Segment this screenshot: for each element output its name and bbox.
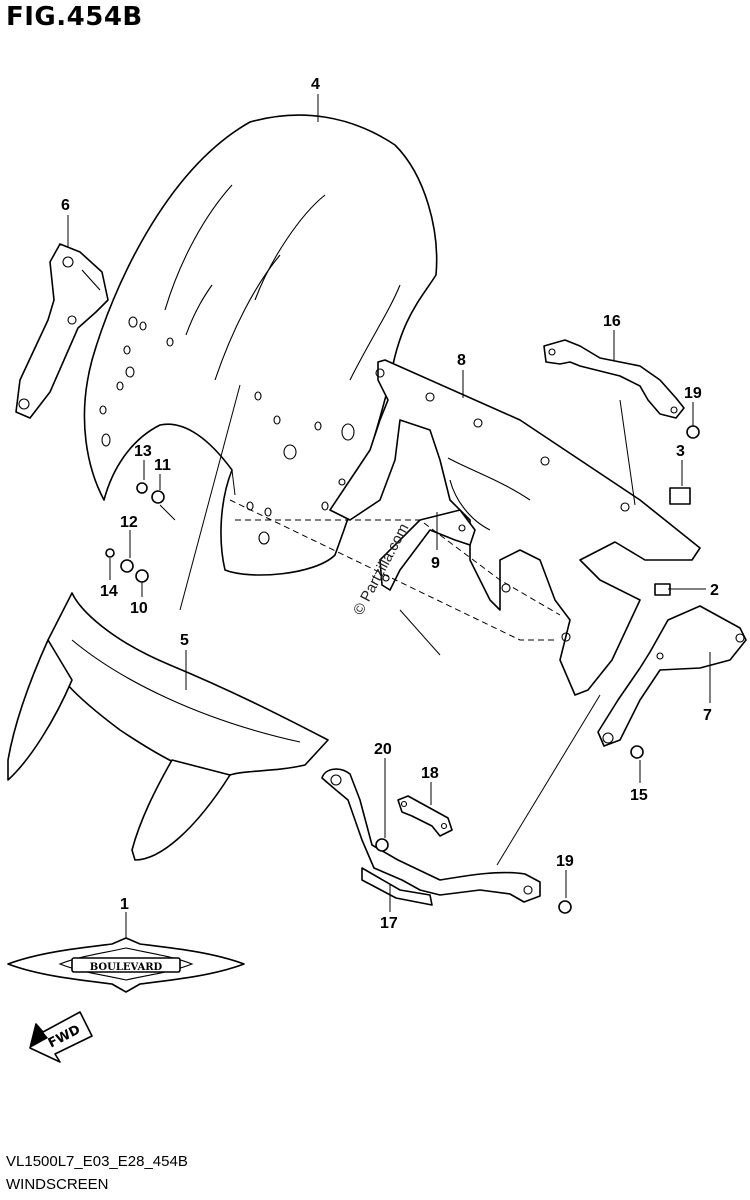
callout-6: 6 [61, 197, 70, 214]
left-bracket-part [15, 243, 109, 419]
callout-2: 2 [710, 582, 719, 599]
callout-19-upper: 19 [684, 385, 702, 402]
callout-7: 7 [703, 707, 712, 724]
bolt-20 [375, 838, 389, 852]
callout-19-lower: 19 [556, 853, 574, 870]
mounting-plate-part [329, 359, 701, 696]
callout-13: 13 [134, 443, 152, 460]
section-name: WINDSCREEN [6, 1176, 109, 1193]
figure-title: FIG.454B [6, 2, 143, 32]
callout-10: 10 [130, 600, 148, 617]
model-code: VL1500L7_E03_E28_454B [6, 1153, 188, 1170]
assembly-line-3 [231, 469, 236, 496]
assembly-line-5 [159, 504, 176, 521]
lower-stay-part [321, 768, 541, 906]
bolt-15 [630, 745, 644, 759]
assembly-line-7 [619, 399, 636, 506]
assembly-line-6 [496, 694, 601, 866]
cushion-part-3 [669, 487, 691, 505]
callout-5: 5 [180, 632, 189, 649]
bolt-19-upper [686, 425, 700, 439]
assembly-line-1 [229, 499, 555, 641]
cushion-part-2 [654, 583, 671, 596]
fasteners [105, 425, 700, 914]
callout-3: 3 [676, 443, 685, 460]
bolt-19-lower [558, 900, 572, 914]
callout-labels: 4 6 8 16 19 3 2 7 15 5 9 13 11 12 14 10 … [61, 76, 719, 932]
washer-12 [120, 559, 134, 573]
screw-14 [105, 548, 115, 558]
right-bracket-part [597, 605, 747, 747]
upper-stay-part [543, 339, 685, 419]
emblem-text: BOULEVARD [90, 962, 163, 973]
fwd-arrow-icon: FWD [29, 1011, 93, 1063]
screw-13 [136, 482, 148, 494]
assembly-line-2 [235, 519, 561, 616]
assembly-line-4 [179, 384, 241, 611]
nut-10 [135, 569, 149, 583]
callout-leaders [67, 94, 711, 946]
lower-cover-part [7, 592, 329, 861]
washer-11 [151, 490, 165, 504]
windscreen-part [83, 114, 438, 576]
callout-8: 8 [457, 352, 466, 369]
callout-15: 15 [630, 787, 648, 804]
callout-1: 1 [120, 896, 129, 913]
callout-11: 11 [154, 457, 171, 474]
inner-brace-part [379, 509, 476, 591]
callout-4: 4 [311, 76, 320, 93]
callout-9: 9 [431, 555, 440, 572]
assembly-line-8 [399, 609, 441, 656]
clamp-part [397, 795, 453, 837]
callout-16: 16 [603, 313, 621, 330]
callout-14: 14 [100, 583, 118, 600]
callout-17: 17 [380, 915, 398, 932]
boulevard-emblem: BOULEVARD [7, 937, 245, 993]
callout-12: 12 [120, 514, 138, 531]
callout-18: 18 [421, 765, 439, 782]
callout-20: 20 [374, 741, 392, 758]
